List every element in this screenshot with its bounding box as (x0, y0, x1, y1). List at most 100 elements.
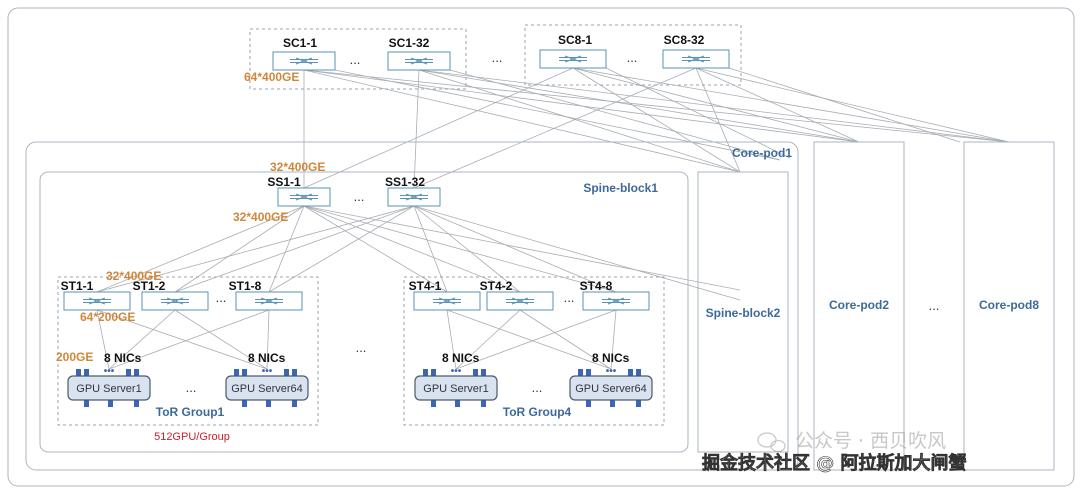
server-label: GPU Server64 (575, 383, 647, 395)
nic-port-icon (84, 369, 89, 377)
core-group-1-frame (249, 28, 467, 90)
link-line (519, 309, 612, 370)
outer-frame (7, 7, 1075, 487)
gpu-server[interactable]: •••GPU Server64 (225, 366, 309, 407)
bandwidth-label: 32*400GE (233, 210, 288, 224)
ellipsis: ... (186, 380, 197, 395)
nic-port-icon (610, 399, 615, 407)
ellipsis: ... (492, 50, 503, 65)
gpu-server-icon (414, 375, 498, 401)
nic-port-icon (423, 369, 428, 377)
nic-port-icon (134, 369, 139, 377)
nic-port-icon (431, 369, 436, 377)
link-line (303, 205, 448, 293)
ellipsis: ... (350, 52, 361, 67)
switch-label: SC1-1 (283, 36, 317, 50)
link-line (268, 205, 415, 293)
tor-switch[interactable]: ST1-1 (61, 279, 131, 311)
gpu-server-icon (67, 375, 151, 401)
link-line (96, 205, 415, 293)
link-line (266, 309, 270, 370)
nic-dots: ••• (606, 366, 617, 377)
link-line (108, 309, 176, 370)
tor-switch[interactable]: ST4-8 (580, 279, 650, 311)
link-line (303, 67, 574, 189)
server-label: GPU Server1 (76, 383, 141, 395)
link-line (303, 205, 521, 293)
switch-label: SC8-32 (664, 33, 705, 47)
link-line (418, 69, 741, 173)
link-line (334, 69, 781, 161)
nic-port-icon (76, 369, 81, 377)
link-line (174, 205, 415, 293)
nic-port-icon (108, 399, 113, 407)
spine-block1-frame (39, 171, 689, 453)
nic-port-icon (292, 369, 297, 377)
nic-port-icon (84, 399, 89, 407)
nic-port-icon (242, 369, 247, 377)
switch-label: ST1-1 (61, 279, 94, 293)
tor-switch[interactable]: ST1-8 (229, 279, 303, 311)
credit-text: 掘金技术社区 @ 阿拉斯加大闸蟹 (702, 452, 967, 474)
nic-port-icon (126, 369, 131, 377)
core-pod2-frame (813, 141, 905, 471)
nic-port-icon (284, 369, 289, 377)
link-line (96, 309, 268, 370)
switch-label: ST4-2 (480, 279, 513, 293)
wechat-icon (757, 432, 786, 453)
spine-switch[interactable]: SS1-32 (385, 175, 441, 207)
tor-switch[interactable]: ST1-2 (133, 279, 209, 311)
nic-count-label: 8 NICs (442, 351, 480, 365)
core-pod2-label: Core-pod2 (829, 298, 889, 312)
link-line (572, 67, 860, 143)
nic-port-icon (431, 399, 436, 407)
core-pod8-label: Core-pod8 (979, 298, 1039, 312)
link-line (96, 309, 110, 370)
core-switch[interactable]: SC8-1 (539, 33, 607, 69)
link-line (108, 309, 270, 370)
link-line (96, 205, 305, 293)
link-line (446, 309, 457, 370)
tor-group4-label: ToR Group4 (503, 405, 572, 419)
core-group-8-frame (524, 24, 742, 86)
tor-switch[interactable]: ST4-2 (480, 279, 554, 311)
ellipsis: ... (929, 298, 940, 313)
nic-port-icon (134, 399, 139, 407)
tor-group1-label: ToR Group1 (156, 405, 225, 419)
nic-dots: ••• (104, 366, 115, 377)
nic-port-icon (636, 399, 641, 407)
link-line (413, 205, 448, 293)
bandwidth-label: 32*400GE (270, 160, 325, 174)
nic-port-icon (234, 369, 239, 377)
link-line (572, 67, 1010, 143)
core-pod1-frame (25, 141, 799, 471)
core-switch[interactable]: SC8-32 (662, 33, 730, 69)
link-line (610, 309, 617, 370)
spine-block2-label: Spine-block2 (706, 306, 781, 320)
link-line (418, 69, 860, 143)
nic-port-icon (242, 399, 247, 407)
spine-switch[interactable]: SS1-1 (267, 175, 331, 207)
link-line (303, 205, 741, 291)
gpu-server[interactable]: •••GPU Server1 (414, 366, 498, 407)
gpu-server-icon (225, 375, 309, 401)
gpu-server[interactable]: ••• GPU Server1 (67, 366, 151, 407)
gpu-server-icon (569, 375, 653, 401)
core-switch[interactable]: SC1-32 (387, 36, 451, 71)
core-pod1-label: Core-pod1 (732, 146, 792, 160)
nic-port-icon (636, 369, 641, 377)
link-line (455, 309, 617, 370)
nic-port-icon (586, 399, 591, 407)
gpu-server[interactable]: ••• GPU Server64 (569, 366, 653, 407)
nic-dots: ••• (262, 366, 273, 377)
capacity-label: 512GPU/Group (154, 431, 230, 443)
bandwidth-label: 32*400GE (106, 269, 161, 283)
tor-switch[interactable]: ST4-1 (409, 279, 481, 311)
core-switch[interactable]: SC1-1 (272, 36, 336, 71)
nic-count-label: 8 NICs (248, 351, 286, 365)
nic-count-label: 8 NICs (104, 351, 142, 365)
switch-label: SC8-1 (558, 33, 592, 47)
switch-label: SS1-32 (385, 175, 425, 189)
nic-port-icon (578, 369, 583, 377)
